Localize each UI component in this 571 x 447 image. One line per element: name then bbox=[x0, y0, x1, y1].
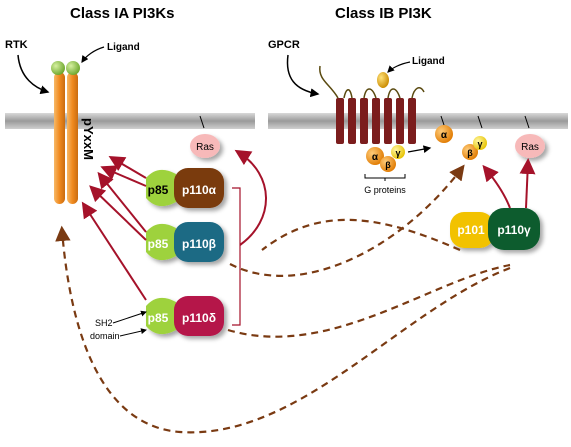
ras-ib-label: Ras bbox=[521, 142, 539, 153]
sh2-pointer-2 bbox=[119, 328, 147, 337]
arrow-gamma-to-ras bbox=[519, 158, 536, 209]
complex-p110-alpha bbox=[146, 168, 224, 208]
dashed-arrow-delta-to-gamma bbox=[227, 263, 511, 338]
free-beta-label: β bbox=[467, 148, 473, 158]
gpcr-receptor bbox=[319, 65, 425, 144]
g-protein-dissociation-arrow bbox=[407, 145, 432, 153]
free-alpha-label: α bbox=[441, 130, 448, 141]
ligand-ib-label: Ligand bbox=[412, 56, 445, 67]
free-g-gamma bbox=[473, 136, 487, 150]
pyxxm-motif-label: pYxxM bbox=[81, 118, 96, 160]
rtk-label: RTK bbox=[5, 39, 28, 51]
g-beta-label: β bbox=[385, 160, 391, 170]
title-class-ia: Class IA PI3Ks bbox=[70, 5, 175, 22]
sh2-label-line1: SH2 bbox=[95, 318, 113, 328]
free-g-beta bbox=[462, 144, 478, 160]
arrow-alpha2-to-rtk bbox=[100, 165, 147, 187]
sh2-label-line2: domain bbox=[90, 331, 120, 341]
rtk-receptor bbox=[54, 72, 78, 204]
p101-label: p101 bbox=[457, 223, 485, 237]
dashed-arrow-beta-to-gbetagamma bbox=[229, 164, 465, 277]
plasma-membrane-left bbox=[5, 113, 255, 129]
ligand-ib-pointer bbox=[387, 61, 411, 73]
g-gamma-label: γ bbox=[395, 148, 400, 158]
beta-gamma-anchor bbox=[477, 115, 483, 129]
title-class-ib: Class IB PI3K bbox=[335, 5, 432, 22]
g-protein-trimer bbox=[366, 145, 405, 172]
ras-ib: Ras bbox=[515, 115, 545, 158]
plasma-membrane-right bbox=[268, 113, 568, 129]
rtk-pointer-arrow bbox=[17, 54, 50, 95]
sh2-pointer-1 bbox=[112, 310, 147, 324]
p110-gamma-label: p110γ bbox=[497, 223, 531, 237]
dashed-arrow-gamma-to-gpcr-area bbox=[261, 218, 461, 252]
g-alpha-label: α bbox=[372, 152, 379, 163]
complex-p110-beta bbox=[146, 222, 224, 262]
gpcr-label: GPCR bbox=[268, 39, 300, 51]
g-protein-bracket bbox=[364, 174, 406, 181]
p110-beta-label: p110β bbox=[182, 237, 216, 251]
complex-bracket bbox=[232, 187, 241, 326]
arrow-beta-to-rtk bbox=[97, 171, 147, 233]
ligand-ib bbox=[377, 72, 389, 88]
ligand-ia bbox=[51, 61, 80, 75]
p85-beta-label: p85 bbox=[148, 237, 169, 251]
p85-alpha-label: p85 bbox=[148, 183, 169, 197]
free-g-alpha bbox=[435, 125, 453, 143]
g-proteins-label: G proteins bbox=[364, 185, 406, 195]
ras-ia-label: Ras bbox=[196, 142, 214, 153]
p110-delta-label: p110δ bbox=[182, 311, 216, 325]
arrow-ras-to-beta bbox=[234, 149, 267, 246]
arrow-gamma-to-betagamma bbox=[482, 164, 511, 209]
complex-p110-gamma bbox=[450, 208, 540, 250]
complex-p110-delta bbox=[146, 296, 224, 336]
arrow-delta-to-rtk bbox=[81, 201, 147, 301]
arrow-beta2-to-rtk bbox=[89, 185, 147, 241]
p110-alpha-label: p110α bbox=[182, 183, 217, 197]
p85-delta-label: p85 bbox=[148, 311, 169, 325]
arrow-alpha-to-rtk bbox=[108, 155, 147, 179]
ras-ia: Ras bbox=[190, 115, 220, 158]
free-gamma-label: γ bbox=[477, 139, 482, 149]
ligand-ia-label: Ligand bbox=[107, 42, 140, 53]
dashed-arrow-gamma-to-rtk bbox=[55, 225, 511, 434]
gpcr-pointer-arrow bbox=[286, 54, 320, 98]
ligand-ia-pointer bbox=[81, 46, 105, 63]
